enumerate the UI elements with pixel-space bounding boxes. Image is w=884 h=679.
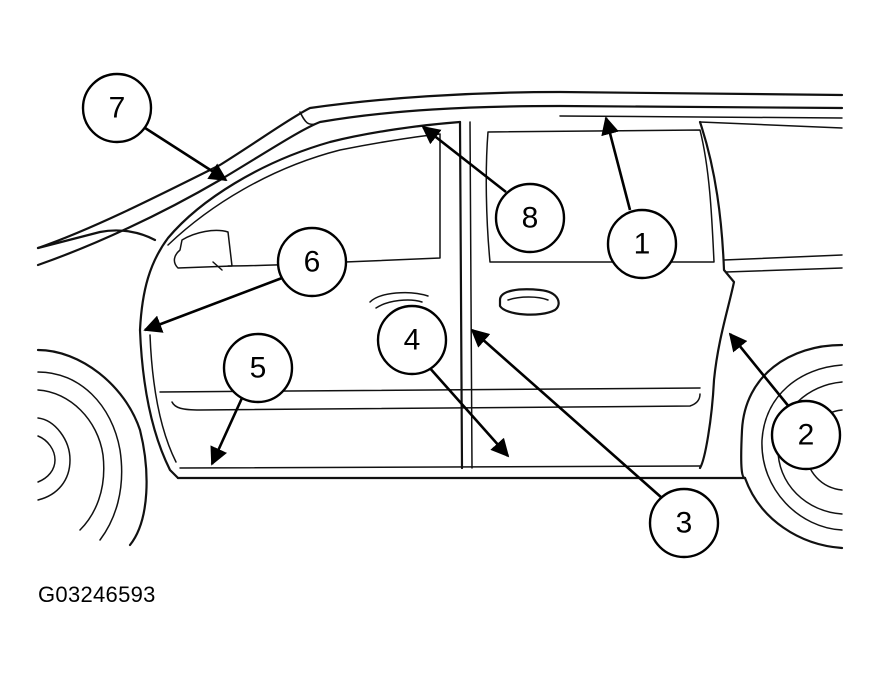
callout-1: 1 <box>606 208 678 280</box>
callout-8-label: 8 <box>522 202 539 235</box>
callout-6-label: 6 <box>304 246 321 279</box>
sliding-door-window <box>485 129 715 263</box>
callout-4-label: 4 <box>404 324 421 357</box>
callout-8: 8 <box>494 182 566 254</box>
b-pillar <box>458 120 464 470</box>
leader-line-6 <box>143 276 283 333</box>
callout-5: 5 <box>222 332 294 404</box>
callout-7-label: 7 <box>109 92 126 125</box>
callout-2: 2 <box>770 399 842 471</box>
callout-3: 3 <box>648 487 720 559</box>
front-window-frame <box>138 120 462 332</box>
leader-line-2 <box>728 332 792 409</box>
figure-id: G03246593 <box>38 582 156 607</box>
callout-4: 4 <box>376 304 448 376</box>
sliding-door-handle <box>498 288 560 316</box>
leader-line-4 <box>427 365 510 458</box>
hood-line <box>36 229 157 250</box>
rear-wheel <box>740 343 844 550</box>
leader-lines <box>141 116 792 499</box>
callout-6: 6 <box>276 226 348 298</box>
front-door-front-edge <box>138 328 180 480</box>
callout-1-label: 1 <box>634 228 651 261</box>
leader-line-5 <box>210 397 244 466</box>
callout-2-label: 2 <box>798 419 815 452</box>
front-wheel <box>36 348 148 547</box>
leader-line-8 <box>421 125 507 194</box>
callout-5-label: 5 <box>250 352 267 385</box>
vehicle-body <box>36 90 844 550</box>
leader-line-7 <box>141 124 228 182</box>
callout-7: 7 <box>81 72 153 144</box>
roof-line <box>36 90 844 250</box>
callout-3-label: 3 <box>676 507 693 540</box>
leader-line-1 <box>601 116 632 211</box>
front-door-handle <box>369 291 429 303</box>
leader-line-3 <box>470 328 663 499</box>
